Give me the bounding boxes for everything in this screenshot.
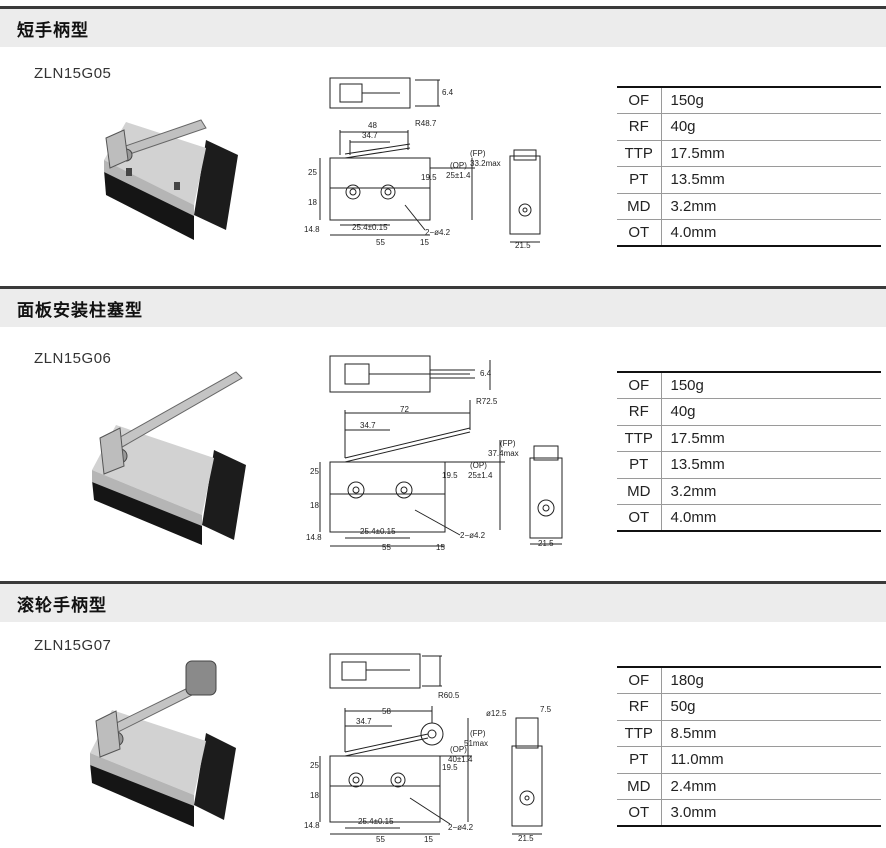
section-header-short-lever: 短手柄型: [0, 6, 886, 47]
section-title: 短手柄型: [17, 20, 89, 41]
dim-height-18: 18: [310, 501, 319, 510]
dim-op: (OP): [450, 745, 467, 754]
dim-top: 6.4: [480, 369, 492, 378]
dim-length: 58: [382, 707, 391, 716]
dim-radius: R72.5: [476, 397, 498, 406]
model-name: ZLN15G06: [34, 350, 112, 367]
dim-21-5: 21.5: [538, 539, 554, 548]
model-name: ZLN15G07: [34, 637, 112, 654]
dim-14-8: 14.8: [306, 533, 322, 542]
dim-radius: R60.5: [438, 691, 460, 700]
dim-14-8: 14.8: [304, 225, 320, 234]
dim-height-18: 18: [308, 198, 317, 207]
dim-top: 7.5: [540, 705, 552, 714]
section-header-roller-lever: 滚轮手柄型: [0, 581, 886, 622]
dim-15: 15: [436, 543, 445, 550]
dim-fp-value: 33.2max: [470, 159, 501, 168]
dim-height-25: 25: [310, 467, 319, 476]
dim-radius: R48.7: [415, 119, 437, 128]
dimension-drawing-short-lever: 6.4 48 R48.7 34.7 (FP) 33.2max (OP) 25±1…: [304, 77, 541, 250]
dim-25-4: 25.4±0.15: [358, 817, 394, 826]
dim-15: 15: [424, 835, 433, 843]
dim-height-25: 25: [310, 761, 319, 770]
dim-op: (OP): [470, 461, 487, 470]
dim-roller: ø12.5: [486, 709, 507, 718]
dim-offset: 34.7: [360, 421, 376, 430]
dim-hole: 2−ø4.2: [448, 823, 474, 832]
dim-fp: (FP): [500, 439, 516, 448]
dim-25-4: 25.4±0.15: [360, 527, 396, 536]
dim-offset: 34.7: [356, 717, 372, 726]
dim-height-25: 25: [308, 168, 317, 177]
dim-height-18: 18: [310, 791, 319, 800]
dim-hole: 2−ø4.2: [425, 228, 451, 237]
dim-fp: (FP): [470, 149, 486, 158]
dim-top: 6.4: [442, 88, 454, 97]
dim-14-8: 14.8: [304, 821, 320, 830]
section-title: 滚轮手柄型: [17, 595, 107, 616]
dim-55: 55: [376, 238, 385, 247]
dim-op: (OP): [450, 161, 467, 170]
dimension-drawing-panel-plunger: 6.4 72 R72.5 34.7 (FP) 37.4max (OP) 25±1…: [306, 355, 563, 550]
dim-height-19-5: 19.5: [442, 763, 458, 772]
dim-op-value: 25±1.4: [468, 471, 493, 480]
dim-21-5: 21.5: [518, 834, 534, 843]
section-header-panel-plunger: 面板安装柱塞型: [0, 286, 886, 327]
dim-op-value: 40±1.4: [448, 755, 473, 764]
dim-25-4: 25.4±0.15: [352, 223, 388, 232]
dim-fp-value: 37.4max: [488, 449, 519, 458]
dim-55: 55: [376, 835, 385, 843]
dim-length: 48: [368, 121, 377, 130]
dim-op-value: 25±1.4: [446, 171, 471, 180]
dim-hole: 2−ø4.2: [460, 531, 486, 540]
dimension-drawing-roller-lever: 7.5 ø12.5 58 R60.5 34.7 (FP) 51max (OP) …: [304, 653, 552, 843]
dim-height-19-5: 19.5: [421, 173, 437, 182]
dim-offset: 34.7: [362, 131, 378, 140]
switch-photo-short-lever: [104, 119, 238, 240]
dim-fp: (FP): [470, 729, 486, 738]
model-name: ZLN15G05: [34, 65, 112, 82]
dim-55: 55: [382, 543, 391, 550]
dim-height-19-5: 19.5: [442, 471, 458, 480]
dim-21-5: 21.5: [515, 241, 531, 250]
dim-fp-value: 51max: [464, 739, 488, 748]
switch-photo-roller-lever: [90, 660, 236, 827]
dim-length: 72: [400, 405, 409, 414]
section-title: 面板安装柱塞型: [17, 300, 143, 321]
switch-photo-long-lever: [92, 371, 246, 545]
dim-15: 15: [420, 238, 429, 247]
